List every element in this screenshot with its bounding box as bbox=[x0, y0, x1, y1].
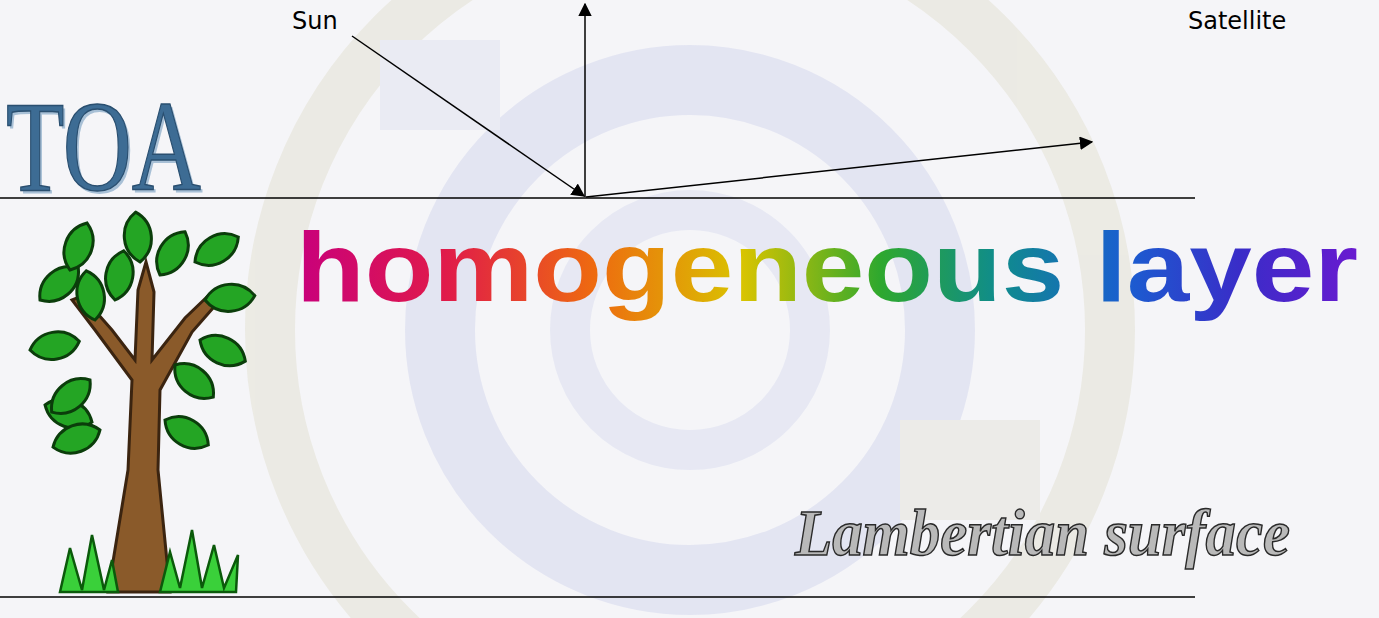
sun-ray bbox=[352, 36, 584, 196]
satellite-label: Satellite bbox=[1188, 8, 1286, 34]
toa-label: TOA bbox=[6, 98, 201, 196]
tree-illustration bbox=[28, 211, 256, 592]
layer-title: homogeneous layer bbox=[296, 214, 1358, 322]
toa-line bbox=[0, 197, 1195, 199]
normal-arrow bbox=[584, 4, 586, 197]
surface-line bbox=[0, 596, 1195, 598]
view-ray bbox=[586, 142, 1092, 197]
sun-label: Sun bbox=[292, 8, 338, 34]
surface-label: Lambertian surface bbox=[795, 498, 1290, 567]
